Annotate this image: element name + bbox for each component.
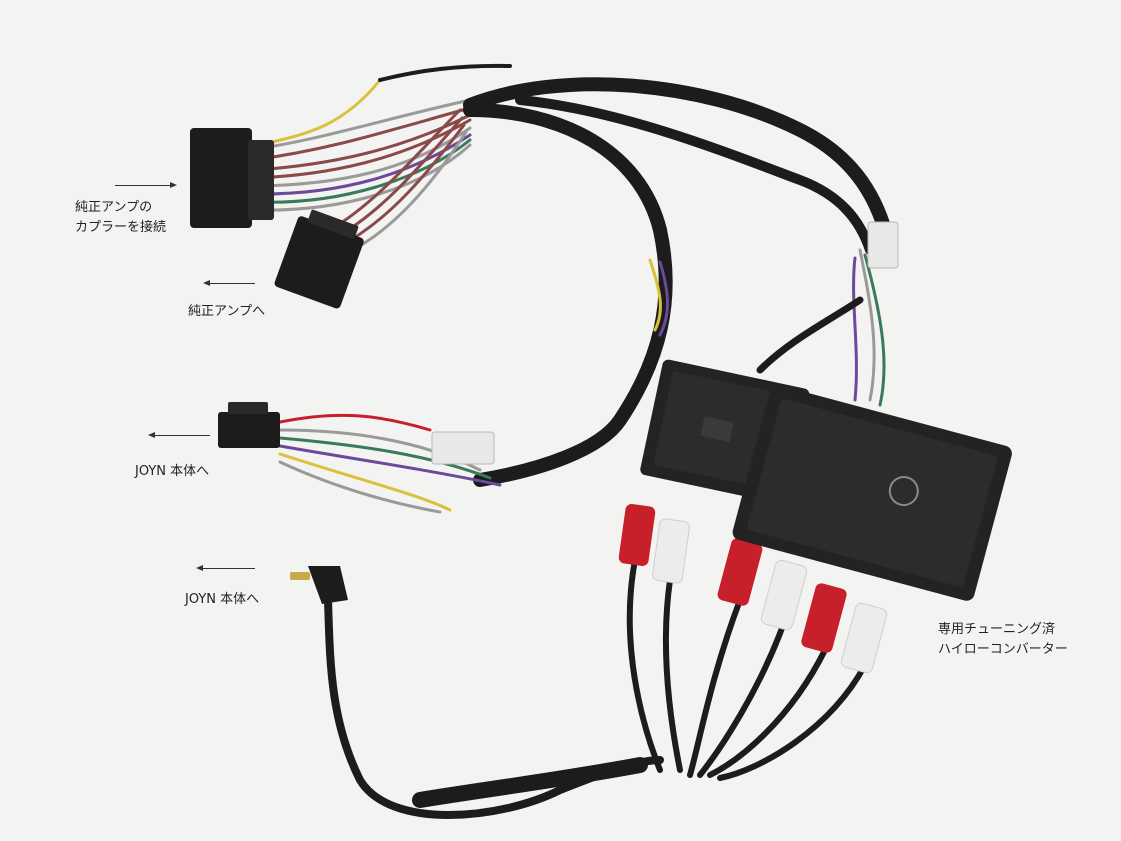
converter-label: 専用チューニング済 ハイローコンバーター (938, 620, 1068, 660)
to-joyn-label-1: JOYN 本体へ (135, 464, 210, 479)
amp-coupler-line-2: カプラーを接続 (75, 220, 167, 235)
large-converter-box (732, 385, 1012, 601)
mini-jack-cable (324, 596, 664, 819)
amp-coupler-line-1: 純正アンプの (75, 200, 153, 215)
rca-cables (626, 557, 868, 781)
amp-coupler-label: 純正アンプの カプラーを接続 (75, 198, 166, 238)
white-connector-1 (431, 431, 495, 465)
wire-bundle-lower (278, 413, 502, 514)
arrow-head-left (196, 565, 203, 571)
arrow-head-right (170, 182, 177, 188)
arrow-head-left (203, 280, 210, 286)
converter-line-1: 専用チューニング済 (938, 622, 1056, 637)
amp-output-connector (274, 209, 364, 309)
wire-bundle-upper (248, 63, 512, 256)
main-loom (463, 77, 892, 487)
mini-jack-plug (290, 566, 348, 604)
arrow-to-amp (210, 283, 255, 284)
to-amp-label: 純正アンプへ (188, 304, 266, 319)
arrow-amp-coupler (115, 185, 170, 186)
arrow-to-joyn-1 (155, 435, 210, 436)
rca-plugs (618, 503, 888, 674)
white-connector-2 (867, 221, 899, 269)
wire-bundle-right (648, 248, 886, 407)
joyn-connector (218, 402, 280, 448)
to-joyn-label-2: JOYN 本体へ (185, 592, 260, 607)
amp-coupler-connector (190, 128, 274, 228)
arrow-head-left (148, 432, 155, 438)
converter-line-2: ハイローコンバーター (938, 642, 1068, 657)
arrow-to-joyn-2 (203, 568, 255, 569)
